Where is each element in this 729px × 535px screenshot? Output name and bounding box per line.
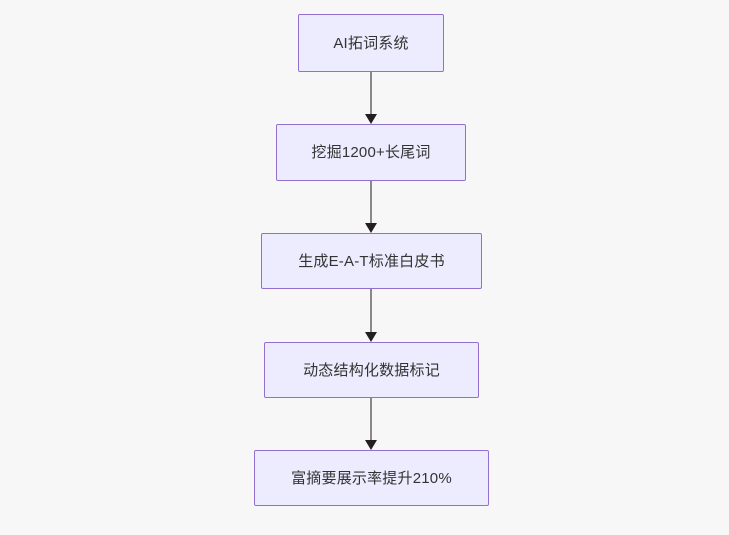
- flowchart-node-rich-snippet-result[interactable]: 富摘要展示率提升210%: [254, 450, 489, 506]
- flowchart-node-label: 挖掘1200+长尾词: [311, 144, 431, 161]
- flowchart-node-ai-keyword-system[interactable]: AI拓词系统: [298, 14, 444, 72]
- flowchart-node-longtail-keywords[interactable]: 挖掘1200+长尾词: [276, 124, 466, 181]
- flowchart-node-label: AI拓词系统: [333, 34, 409, 52]
- flowchart-node-label: 动态结构化数据标记: [303, 361, 440, 379]
- flowchart-node-label: 富摘要展示率提升210%: [291, 469, 452, 487]
- connector-n1-n2: [365, 72, 377, 124]
- connector-n4-n5: [365, 398, 377, 450]
- connector-n3-n4: [365, 289, 377, 342]
- connector-n2-n3: [365, 181, 377, 233]
- flowchart-node-eat-whitepaper[interactable]: 生成E-A-T标准白皮书: [261, 233, 482, 289]
- flowchart-node-structured-data-markup[interactable]: 动态结构化数据标记: [264, 342, 479, 398]
- flowchart-node-label: 生成E-A-T标准白皮书: [298, 252, 445, 270]
